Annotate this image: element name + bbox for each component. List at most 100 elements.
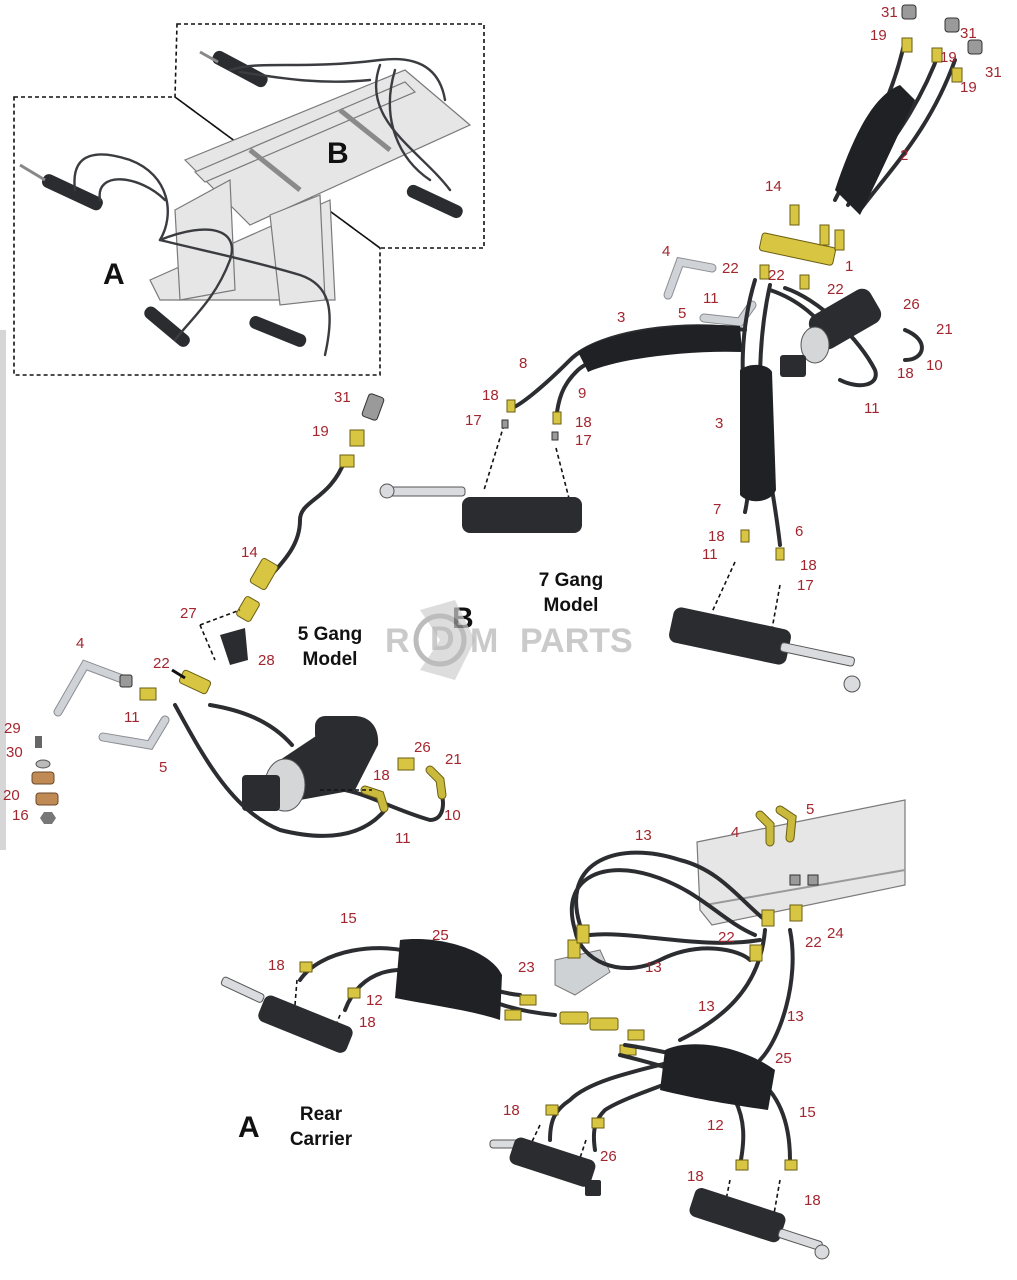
top-fittings (901, 4, 983, 83)
seven-gang-line1: 7 Gang (539, 570, 603, 591)
watermark-r: R (385, 622, 410, 660)
rear-cylinder-middle (489, 1137, 601, 1196)
callout: 22 (827, 281, 844, 298)
callout: 31 (985, 64, 1002, 81)
bracket-28 (220, 628, 248, 665)
callout: 26 (903, 296, 920, 313)
callout: 3 (617, 309, 625, 326)
callout: 5 (806, 801, 814, 818)
hose-sleeve-25-right (660, 1044, 775, 1110)
callout: 5 (678, 305, 686, 322)
callout: 19 (960, 79, 977, 96)
callout: 31 (960, 25, 977, 42)
rear-carrier-line2: Carrier (290, 1129, 353, 1150)
callout: 18 (373, 767, 390, 784)
callout: 11 (864, 400, 880, 417)
callout: 14 (765, 178, 782, 195)
callout: 22 (153, 655, 170, 672)
callout: 4 (731, 824, 739, 841)
manifold-fittings (759, 204, 845, 290)
callout: 15 (340, 910, 357, 927)
callout: 13 (645, 959, 662, 976)
callouts-seven-gang: 31 19 31 19 31 19 2 14 1 22 22 22 4 11 5… (465, 4, 1002, 594)
five-gang-view: 5 Gang Model 31 19 14 27 28 4 22 11 5 29… (3, 389, 462, 847)
callout: 24 (827, 925, 844, 942)
region-b-outline (174, 23, 485, 249)
callout: 17 (575, 432, 592, 449)
seven-gang-line2: Model (544, 595, 599, 616)
callout: 19 (870, 27, 887, 44)
callout: 20 (3, 787, 20, 804)
callout: 15 (799, 1104, 816, 1121)
callout: 8 (519, 355, 527, 372)
hose-sleeve-2 (835, 85, 915, 215)
overview-label-b: B (327, 137, 349, 170)
callout: 26 (600, 1148, 617, 1165)
callout: 18 (804, 1192, 821, 1209)
callout: 11 (702, 546, 718, 563)
five-gang-line1: 5 Gang (298, 624, 362, 645)
callout: 22 (805, 934, 822, 951)
callout: 31 (334, 389, 351, 406)
rear-carrier-view: A Rear Carrier 13 5 4 13 15 25 18 12 18 … (220, 799, 906, 1260)
tee-fittings-23 (504, 924, 645, 1056)
five-gang-line2: Model (303, 649, 358, 670)
callout: 10 (444, 807, 461, 824)
manifold-block (758, 232, 836, 266)
callout: 13 (698, 998, 715, 1015)
rear-cylinder-right (689, 1188, 830, 1260)
overview-view: A B (13, 23, 485, 376)
callout: 12 (707, 1117, 724, 1134)
clamp-parts (31, 736, 59, 824)
callout: 18 (800, 557, 817, 574)
callout: 7 (713, 501, 721, 518)
callout: 23 (518, 959, 535, 976)
callout: 6 (795, 523, 803, 540)
callout: 3 (715, 415, 723, 432)
callouts-five-gang: 31 19 14 27 28 4 22 11 5 29 30 20 16 26 … (3, 389, 462, 847)
region-a-outline (13, 96, 381, 376)
watermark-text: PARTS (520, 622, 633, 660)
callout: 18 (575, 414, 592, 431)
callout: 13 (787, 1008, 804, 1025)
carrier-frame (149, 69, 472, 306)
callout: 11 (395, 830, 411, 847)
overview-cylinders (19, 50, 463, 347)
callout: 4 (662, 243, 670, 260)
fitting-14-5gang (249, 557, 279, 591)
callout: 4 (76, 635, 84, 652)
scroll-edge (0, 330, 6, 850)
callout: 2 (900, 147, 908, 164)
callout: 18 (503, 1102, 520, 1119)
callout: 31 (881, 4, 898, 21)
steering-cylinder-7gang-left (379, 483, 582, 533)
rdm-watermark: R D M PARTS (385, 600, 633, 680)
callout: 25 (775, 1050, 792, 1067)
callout: 27 (180, 605, 197, 622)
fittings-22-24 (299, 874, 819, 1171)
callout: 18 (708, 528, 725, 545)
callout: 19 (312, 423, 329, 440)
hose-sleeve-3-right (740, 364, 776, 502)
hose-sleeve-25-left (395, 939, 502, 1020)
callout: 1 (845, 258, 853, 275)
callout: 21 (445, 751, 462, 768)
watermark-d: D (430, 620, 455, 658)
callout: 22 (768, 267, 785, 284)
rear-carrier-letter: A (238, 1111, 260, 1144)
callout: 21 (936, 321, 953, 338)
callout: 25 (432, 927, 449, 944)
overview-label-a: A (103, 258, 125, 291)
callout: 18 (482, 387, 499, 404)
callout: 12 (366, 992, 383, 1009)
callout: 22 (718, 929, 735, 946)
overview-hoses (73, 57, 452, 357)
rear-cylinder-left (220, 976, 353, 1053)
watermark-m: M (470, 622, 498, 660)
callout: 17 (465, 412, 482, 429)
callout: 5 (159, 759, 167, 776)
callout: 16 (12, 807, 29, 824)
callout: 13 (635, 827, 652, 844)
hydraulic-motor-7gang (780, 288, 882, 377)
